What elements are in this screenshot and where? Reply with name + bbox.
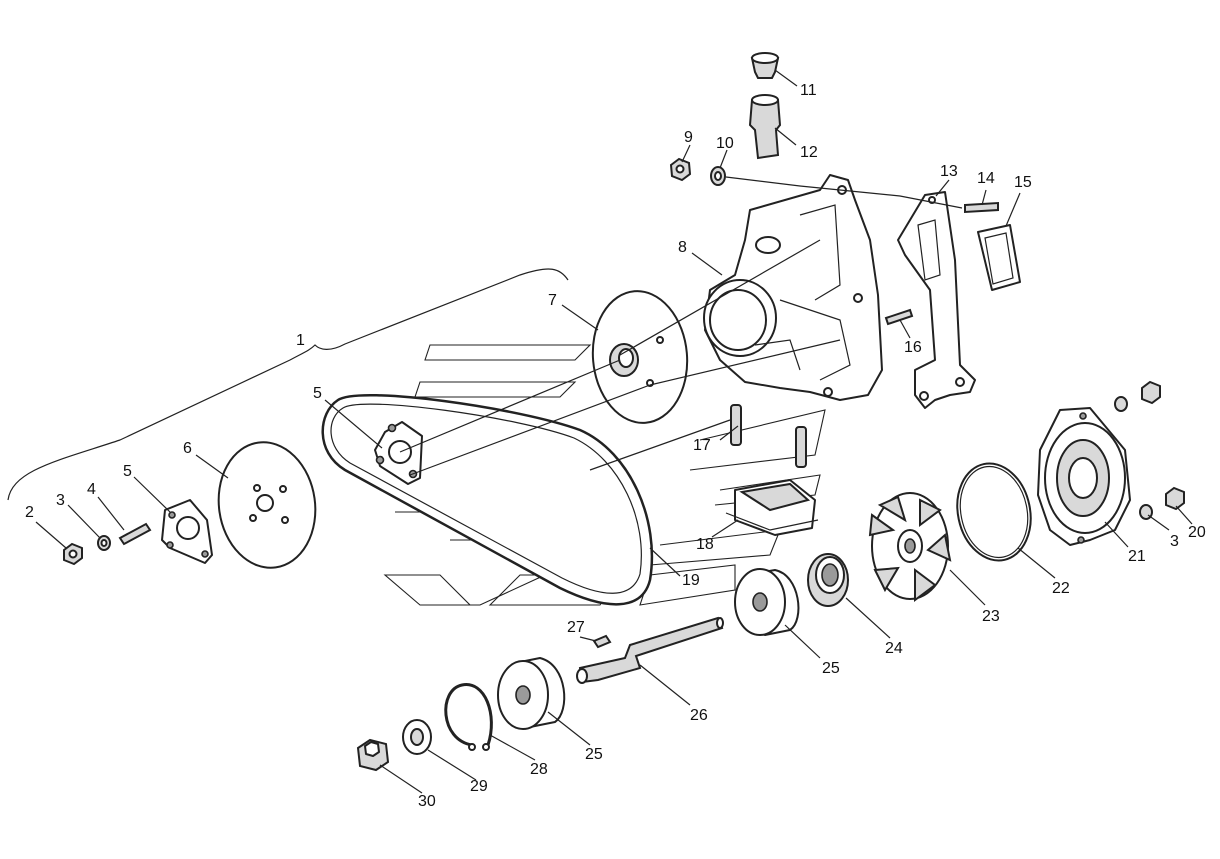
callout-2: 2 xyxy=(25,504,34,521)
callout-11: 11 xyxy=(800,82,817,99)
flange-part-5 xyxy=(161,499,213,564)
callout-16: 16 xyxy=(904,339,922,356)
seal-part-24 xyxy=(807,553,849,607)
shaft-part-26 xyxy=(576,616,724,684)
callout-19: 19 xyxy=(682,572,700,589)
pin-part-16 xyxy=(884,308,914,326)
nut-part-30 xyxy=(356,738,390,772)
flange-part-5-b xyxy=(374,421,423,485)
housing-part-8 xyxy=(703,174,883,401)
callout-5-left: 5 xyxy=(123,463,132,480)
callout-25-lower: 25 xyxy=(585,746,603,763)
gasket-part-13 xyxy=(897,191,976,409)
disc-part-6 xyxy=(217,441,317,569)
callout-18: 18 xyxy=(696,536,714,553)
callout-26: 26 xyxy=(690,707,708,724)
nut-part-2 xyxy=(63,542,83,566)
callout-9: 9 xyxy=(684,129,693,146)
callout-7: 7 xyxy=(548,292,557,309)
fitting-part-12 xyxy=(748,94,782,160)
callout-27: 27 xyxy=(567,619,585,636)
pulley-part-7 xyxy=(591,290,689,424)
assembly-bracket xyxy=(7,268,569,501)
callout-14: 14 xyxy=(977,170,995,187)
o-ring-part-22 xyxy=(956,462,1032,562)
callout-6: 6 xyxy=(183,440,192,457)
callout-1: 1 xyxy=(296,332,305,349)
bearing-part-25-b xyxy=(497,657,566,730)
impeller-part-23 xyxy=(868,492,952,602)
callout-23: 23 xyxy=(982,608,1000,625)
nut-part-20 xyxy=(1141,380,1185,511)
callout-10: 10 xyxy=(716,135,734,152)
callout-22: 22 xyxy=(1052,580,1070,597)
callout-labels: 1 2 3 4 5 6 5 7 8 9 10 11 12 13 14 15 16… xyxy=(25,82,1206,810)
cover-part-15 xyxy=(977,224,1021,291)
key-part-27 xyxy=(592,634,612,649)
stud-part-14 xyxy=(964,201,999,214)
callout-30: 30 xyxy=(418,793,436,810)
callout-12: 12 xyxy=(800,144,818,161)
washer-part-29 xyxy=(402,719,432,755)
pin-part-17 xyxy=(730,404,807,468)
callout-20: 20 xyxy=(1188,524,1206,541)
bearing-part-25 xyxy=(734,568,800,636)
callout-5-belt: 5 xyxy=(313,385,322,402)
callout-13: 13 xyxy=(940,163,958,180)
callout-leaders xyxy=(35,69,1193,794)
callout-24: 24 xyxy=(885,640,903,657)
callout-17: 17 xyxy=(693,437,711,454)
callout-4: 4 xyxy=(87,481,96,498)
cover-flange-part-21 xyxy=(1037,407,1131,546)
washer-part-3 xyxy=(97,535,111,551)
belt-part-19 xyxy=(321,394,654,606)
callout-25-upper: 25 xyxy=(822,660,840,677)
callout-3-left: 3 xyxy=(56,492,65,509)
callout-28: 28 xyxy=(530,761,548,778)
block-part-18 xyxy=(725,479,819,536)
stud-part-4 xyxy=(118,522,152,546)
callout-15: 15 xyxy=(1014,174,1032,191)
plug-part-11 xyxy=(750,52,780,79)
callout-8: 8 xyxy=(678,239,687,256)
callout-3-right: 3 xyxy=(1170,533,1179,550)
washer-part-3-b xyxy=(1114,396,1153,520)
assembly-lines xyxy=(399,176,963,476)
callout-29: 29 xyxy=(470,778,488,795)
circlip-part-28 xyxy=(444,683,493,751)
callout-21: 21 xyxy=(1128,548,1146,565)
washer-part-10 xyxy=(710,166,726,186)
nut-part-9 xyxy=(669,157,692,182)
